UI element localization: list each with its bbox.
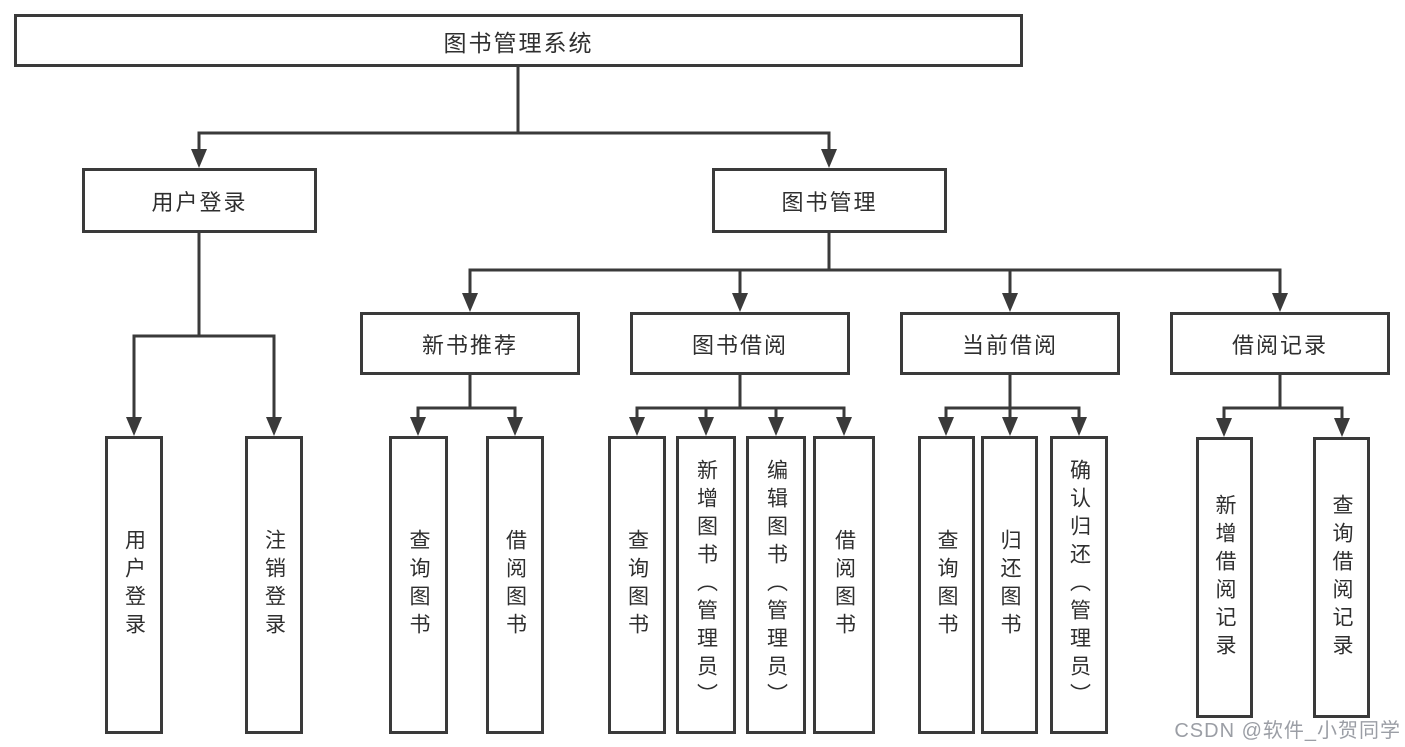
- node-user-login-label: 用户登录: [151, 189, 248, 215]
- leaf-nb-query-books-label: 查询图书: [407, 529, 430, 641]
- leaf-br-add-record-label: 新增借阅记录: [1213, 493, 1236, 662]
- leaf-bb-edit-books-admin-label: 编辑图书（管理员）: [764, 459, 788, 711]
- node-borrowing-records-label: 借阅记录: [1231, 332, 1328, 358]
- leaf-cb-return-books: 归还图书: [981, 436, 1038, 734]
- leaf-bb-query-books: 查询图书: [608, 436, 666, 734]
- node-current-borrowing: 当前借阅: [900, 312, 1120, 375]
- leaf-nb-query-books: 查询图书: [389, 436, 448, 734]
- leaf-cb-query-books: 查询图书: [918, 436, 975, 734]
- csdn-watermark: CSDN @软件_小贺同学: [1174, 720, 1401, 742]
- leaf-bb-borrow-books: 借阅图书: [813, 436, 875, 734]
- leaf-bb-borrow-books-label: 借阅图书: [832, 529, 856, 641]
- node-book-borrowing-label: 图书借阅: [691, 332, 788, 358]
- leaf-logout-label: 注销登录: [262, 529, 286, 641]
- node-new-book-recommend-label: 新书推荐: [421, 332, 518, 358]
- leaf-cb-confirm-return-admin: 确认归还（管理员）: [1050, 436, 1108, 734]
- leaf-cb-query-books-label: 查询图书: [935, 529, 958, 641]
- node-book-management: 图书管理: [712, 168, 947, 233]
- leaf-bb-query-books-label: 查询图书: [625, 529, 649, 641]
- node-new-book-recommend: 新书推荐: [360, 312, 580, 375]
- leaf-nb-borrow-books: 借阅图书: [486, 436, 544, 734]
- leaf-logout: 注销登录: [245, 436, 303, 734]
- leaf-cb-return-books-label: 归还图书: [998, 529, 1021, 641]
- node-book-management-label: 图书管理: [781, 189, 878, 215]
- leaf-bb-add-books-admin: 新增图书（管理员）: [676, 436, 736, 734]
- leaf-bb-add-books-admin-label: 新增图书（管理员）: [694, 459, 718, 711]
- leaf-br-add-record: 新增借阅记录: [1196, 437, 1253, 718]
- leaf-user-login-label: 用户登录: [122, 529, 146, 641]
- node-borrowing-records: 借阅记录: [1170, 312, 1390, 375]
- node-root-system-label: 图书管理系统: [443, 29, 594, 56]
- leaf-nb-borrow-books-label: 借阅图书: [503, 529, 527, 641]
- node-user-login: 用户登录: [82, 168, 317, 233]
- leaf-user-login: 用户登录: [105, 436, 163, 734]
- leaf-br-query-record-label: 查询借阅记录: [1330, 493, 1353, 662]
- leaf-br-query-record: 查询借阅记录: [1313, 437, 1370, 718]
- leaf-bb-edit-books-admin: 编辑图书（管理员）: [746, 436, 806, 734]
- node-current-borrowing-label: 当前借阅: [961, 332, 1058, 358]
- node-root-system: 图书管理系统: [14, 14, 1023, 67]
- leaf-cb-confirm-return-admin-label: 确认归还（管理员）: [1067, 459, 1091, 711]
- node-book-borrowing: 图书借阅: [630, 312, 850, 375]
